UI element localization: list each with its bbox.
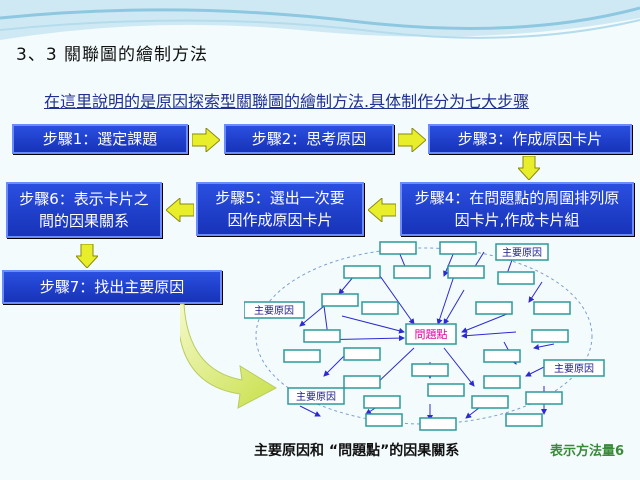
relation-diagram: 主要原因 主要原因 主要原因 主要原因 問題點 (244, 241, 605, 431)
watermark: 表示方法量6 (550, 440, 624, 459)
arrow-left-icon (368, 198, 396, 222)
main-cause-label: 主要原因 (502, 247, 542, 259)
step-3-label: 步驟3：作成原因卡片 (457, 130, 603, 148)
step-7-box: 步驟7：找出主要原因 (2, 270, 222, 304)
header-wave-decoration (0, 0, 640, 40)
main-cause-label: 主要原因 (554, 363, 594, 375)
arrow-right-icon (192, 128, 220, 152)
step-3-box: 步驟3：作成原因卡片 (428, 124, 632, 154)
step-2-label: 步驟2：思考原因 (251, 130, 367, 148)
step-1-box: 步驟1：選定課題 (12, 124, 188, 154)
main-cause-label: 主要原因 (296, 391, 336, 403)
step-2-box: 步驟2：思考原因 (224, 124, 394, 154)
curved-arrow-icon (180, 303, 278, 409)
arrow-down-icon (76, 244, 98, 268)
watermark-text: 表示方法量6 (549, 444, 624, 459)
problem-label: 問題點 (415, 328, 448, 341)
step-7-label: 步驟7：找出主要原因 (39, 278, 185, 296)
step-4-box: 步驟4：在問題點的周圍排列原因卡片,作成卡片組 (400, 182, 634, 236)
step-6-label: 步驟6：表示卡片之間的因果關系 (19, 190, 149, 230)
slide-title: 3、3 關聯圖的繪制方法 (16, 45, 209, 65)
arrow-down-icon (518, 156, 540, 180)
diagram-caption: 主要原因和 “問題點”的因果關系 (254, 443, 460, 459)
arrow-right-icon (398, 128, 426, 152)
step-1-label: 步驟1：選定課題 (42, 130, 158, 148)
step-4-label: 步驟4：在問題點的周圍排列原因卡片,作成卡片組 (414, 189, 620, 229)
slide-subtitle: 在這里說明的是原因探索型關聯圖的繪制方法.具体制作分为七大步骤 (44, 92, 530, 111)
problem-node (405, 323, 457, 345)
step-6-box: 步驟6：表示卡片之間的因果關系 (6, 182, 162, 238)
arrow-left-icon (166, 198, 194, 222)
step-5-label: 步驟5：選出一次要因作成原因卡片 (215, 189, 345, 229)
main-cause-label: 主要原因 (254, 305, 294, 317)
step-5-box: 步驟5：選出一次要因作成原因卡片 (196, 182, 364, 236)
